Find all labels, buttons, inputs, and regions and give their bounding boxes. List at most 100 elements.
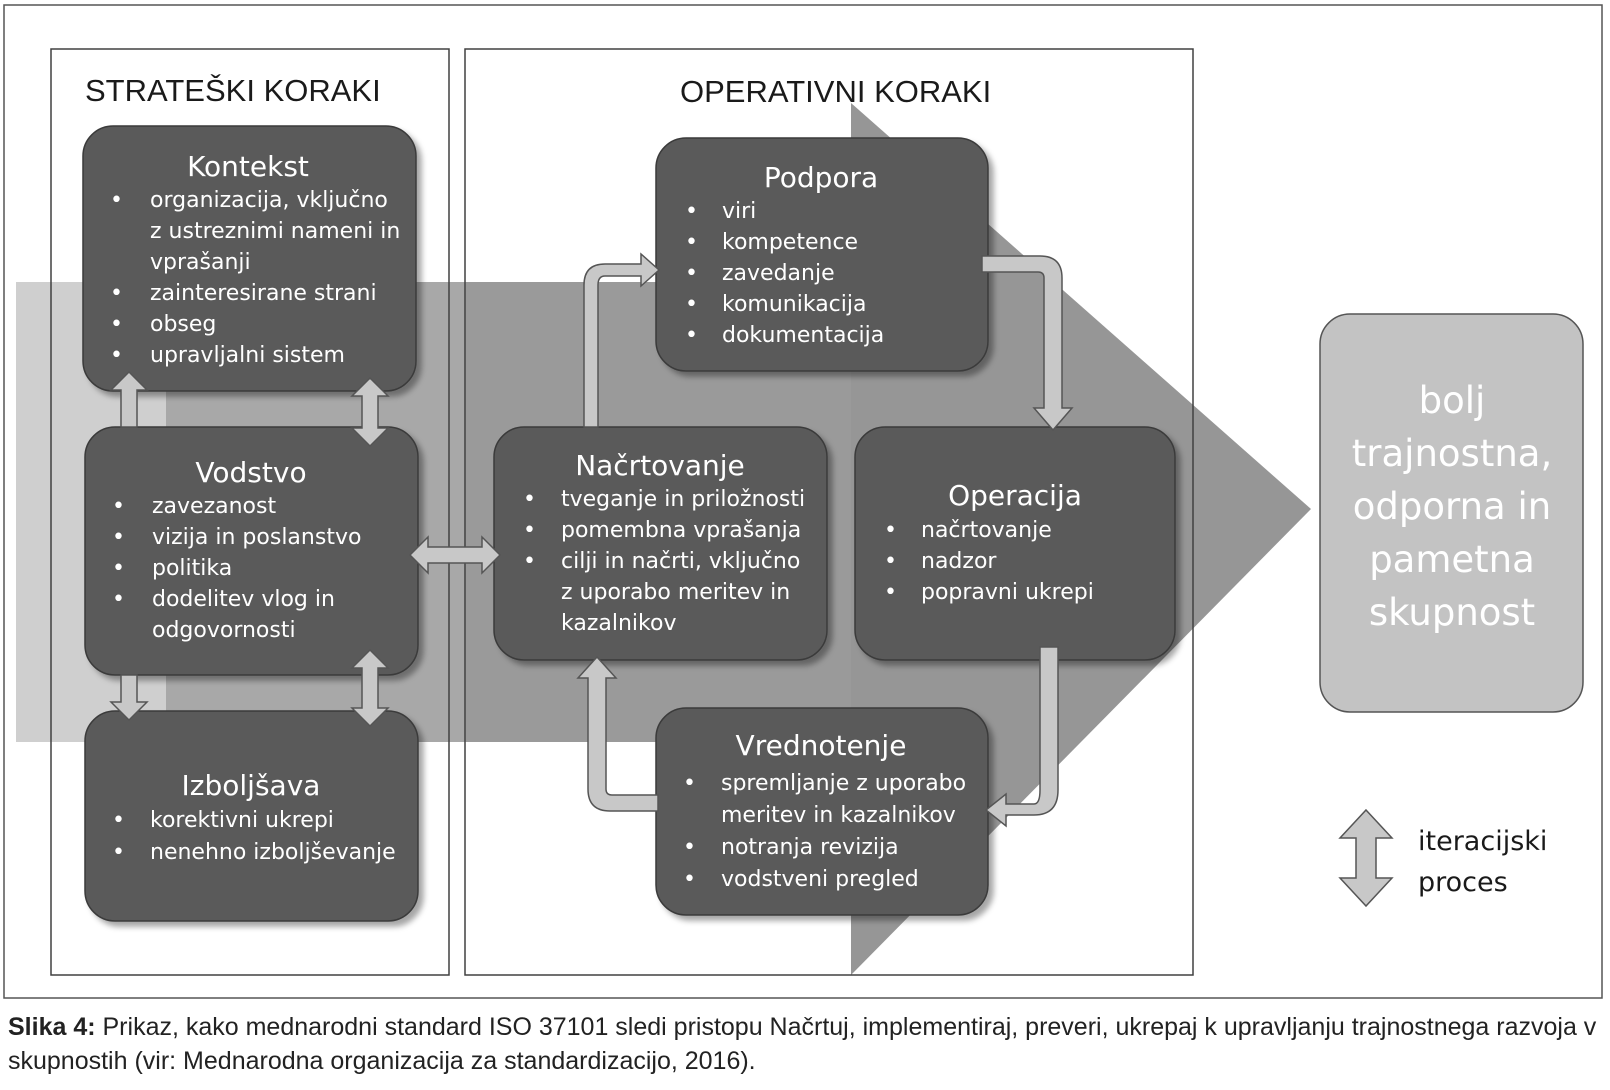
kontekst-bullet: • (110, 312, 123, 337)
operacija-item-1: nadzor (921, 549, 997, 574)
operacija-bullet: • (884, 549, 897, 574)
vrednotenje-item-0: meritev in kazalnikov (721, 803, 956, 828)
outcome-line: bolj (1419, 379, 1486, 422)
nacrtovanje-bullet: • (523, 487, 536, 512)
nacrtovanje-item-2: z uporabo meritev in (561, 580, 790, 605)
iteration-double-arrow-icon (1338, 808, 1394, 908)
nacrtovanje-bullet: • (523, 518, 536, 543)
box-vodstvo: Vodstvo • zavezanost • vizija in poslanstvo •… (84, 426, 419, 676)
strategic-section-title: STRATEŠKI KORAKI (85, 73, 381, 108)
operacija-item-0: načrtovanje (921, 518, 1052, 543)
outcome-box: bolj trajnostna, odporna in pametna skupnost (1319, 313, 1584, 713)
podpora-title: Podpora (764, 161, 878, 194)
vodstvo-bullet: • (112, 494, 125, 519)
legend: iteracijski proces (1338, 808, 1547, 908)
podpora-bullet: • (685, 199, 698, 224)
nacrtovanje-item-2: kazalnikov (561, 611, 676, 636)
kontekst-item-0: z ustreznimi nameni in (150, 219, 400, 244)
izboljsava-item-0: korektivni ukrepi (150, 808, 334, 833)
vrednotenje-bullet: • (683, 771, 696, 796)
operacija-item-2: popravni ukrepi (921, 580, 1094, 605)
arrow-vodstvo-izboljsava (109, 674, 149, 722)
double-arrow-vodstvo-nacrtovanje (408, 535, 502, 575)
vodstvo-bullet: • (112, 556, 125, 581)
kontekst-item-0: vprašanji (150, 250, 251, 275)
box-operacija: Operacija•načrtovanje•nadzor•popravni uk… (854, 426, 1176, 661)
podpora-bullet: • (685, 323, 698, 348)
kontekst-item-1: zainteresirane strani (150, 281, 377, 306)
outcome-box-shape (1319, 313, 1584, 713)
podpora-item-3: komunikacija (722, 292, 866, 317)
vrednotenje-bullet: • (683, 867, 696, 892)
vrednotenje-item-2: vodstveni pregled (721, 867, 919, 892)
legend-line: proces (1418, 867, 1508, 898)
outcome-line: odporna in (1353, 485, 1551, 528)
strategic-section-frame (50, 48, 450, 976)
kontekst-bullet: • (110, 188, 123, 213)
podpora-item-1: kompetence (722, 230, 858, 255)
operacija-box-shape (854, 426, 1176, 661)
vrednotenje-item-0: spremljanje z uporabo (721, 771, 966, 796)
operacija-bullet: • (884, 518, 897, 543)
arrows (109, 252, 1074, 828)
vodstvo-item-3: odgovornosti (152, 618, 296, 643)
caption-text: Prikaz, kako mednarodni standard ISO 371… (8, 1013, 1597, 1075)
arrow-operacija-vrednotenje (984, 646, 1059, 828)
podpora-bullet: • (685, 292, 698, 317)
izboljsava-bullet: • (112, 808, 125, 833)
vrednotenje-title: Vrednotenje (736, 729, 907, 762)
vodstvo-item-0: zavezanost (152, 494, 276, 519)
box-vrednotenje: Vrednotenje • spremljanje z uporabo meritev… (655, 707, 989, 916)
outcome-text: bolj trajnostna, odporna in pametna skupnost (1352, 379, 1552, 634)
vodstvo-item-3: dodelitev vlog in (152, 587, 335, 612)
double-arrow-vodstvo-izboljsava (350, 648, 390, 728)
izboljsava-box-shape (84, 710, 419, 922)
outcome-line: skupnost (1369, 591, 1535, 634)
vodstvo-title: Vodstvo (195, 456, 306, 489)
nacrtovanje-item-1: pomembna vprašanja (561, 518, 801, 543)
kontekst-item-2: obseg (150, 312, 216, 337)
box-nacrtovanje: Načrtovanje • tveganje in priložnosti • pome… (493, 426, 828, 661)
nacrtovanje-bullet: • (523, 549, 536, 574)
kontekst-bullet: • (110, 343, 123, 368)
operacija-bullet: • (884, 580, 897, 605)
caption-label: Slika 4: (8, 1013, 96, 1041)
nacrtovanje-box-shape (493, 426, 828, 661)
vrednotenje-bullet: • (683, 835, 696, 860)
outcome-line: pametna (1369, 538, 1535, 581)
podpora-box-shape (655, 137, 989, 372)
legend-line: iteracijski (1418, 826, 1547, 857)
kontekst-item-3: upravljalni sistem (150, 343, 345, 368)
double-arrow-kontekst-vodstvo (350, 376, 390, 448)
podpora-bullet: • (685, 230, 698, 255)
kontekst-item-0: organizacija, vključno (150, 188, 388, 213)
podpora-item-2: zavedanje (722, 261, 835, 286)
nacrtovanje-item-2: cilji in načrti, vključno (561, 549, 800, 574)
iso-37101-diagram: STRATEŠKI KORAKI OPERATIVNI KORAKI Konte… (3, 4, 1603, 999)
figure-caption: Slika 4: Prikaz, kako mednarodni standar… (8, 1010, 1603, 1078)
vrednotenje-item-1: notranja revizija (721, 835, 899, 860)
arrow-vrednotenje-nacrtovanje (576, 655, 659, 812)
legend-text: iteracijski proces (1418, 826, 1547, 898)
izboljsava-item-1: nenehno izboljševanje (150, 840, 396, 865)
kontekst-box-shape (82, 125, 417, 392)
podpora-item-4: dokumentacija (722, 323, 884, 348)
box-podpora: Podpora • viri • kompetence • zavedanje • komuni… (655, 137, 989, 372)
nacrtovanje-item-0: tveganje in priložnosti (561, 487, 805, 512)
vodstvo-item-2: politika (152, 556, 232, 581)
box-izboljsava: Izboljšava • korektivni ukrepi • nenehno izb… (84, 710, 419, 922)
vodstvo-bullet: • (112, 587, 125, 612)
arrow-podpora-operacija (981, 255, 1074, 432)
vodstvo-item-1: vizija in poslanstvo (152, 525, 361, 550)
izboljsava-bullet: • (112, 840, 125, 865)
izboljsava-title: Izboljšava (182, 769, 321, 802)
kontekst-title: Kontekst (187, 150, 309, 183)
vodstvo-bullet: • (112, 525, 125, 550)
nacrtovanje-title: Načrtovanje (575, 449, 745, 482)
box-kontekst: Kontekst • organizacija, vključno z ustrezn… (82, 125, 417, 392)
arrow-vodstvo-kontekst (109, 370, 149, 428)
outcome-line: trajnostna, (1352, 432, 1552, 475)
operative-section-frame (464, 48, 1194, 976)
arrow-nacrtovanje-podpora (583, 252, 661, 428)
podpora-item-0: viri (722, 199, 756, 224)
